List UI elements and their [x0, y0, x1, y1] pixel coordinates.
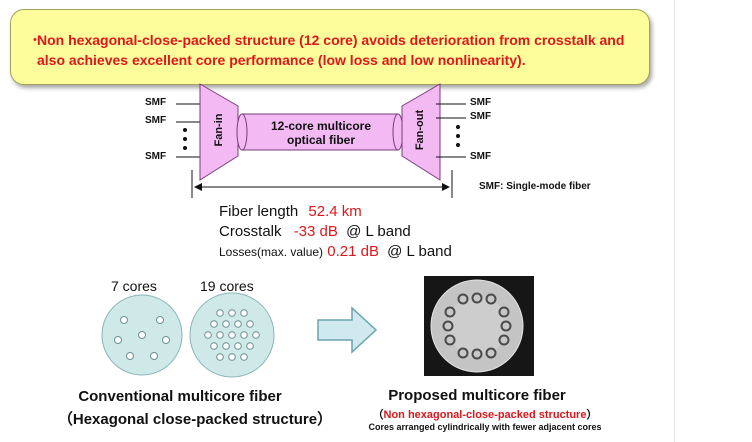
smf-label-left-2: SMF	[145, 115, 167, 126]
spec-crosstalk: Crosstalk -33 dB @ L band	[219, 223, 411, 240]
dot-right-1	[456, 125, 460, 129]
smf-label-left-3: SMF	[145, 151, 167, 162]
label-19-cores: 19 cores	[200, 278, 254, 294]
proposed-subtitle-red: Non hexagonal-close-packed structure	[383, 409, 587, 421]
smf-label-right-2: SMF	[470, 111, 492, 122]
fan-in-device	[199, 83, 239, 181]
spec-crosstalk-value: -33 dB	[293, 223, 338, 240]
smf-label-left-1: SMF	[145, 97, 167, 108]
spec-crosstalk-band: @ L band	[346, 223, 411, 240]
spec-loss-value: 0.21 dB	[327, 243, 379, 260]
dot-right-2	[456, 134, 460, 138]
spec-loss-qualifier: (max. value)	[257, 245, 324, 259]
proposed-fiber-photo	[424, 276, 534, 376]
banner-bullet: ・	[28, 32, 42, 48]
seven-core-fiber	[101, 294, 183, 376]
dot-left-2	[183, 137, 187, 141]
spec-loss-band: @ L band	[387, 243, 452, 260]
spec-crosstalk-label: Crosstalk	[219, 223, 282, 240]
fiber-end-left	[236, 113, 248, 151]
fiber-label-line1: 12-core multicore	[270, 119, 372, 133]
fan-out-device	[401, 83, 441, 181]
nineteen-core-fiber	[189, 292, 275, 378]
fan-in-label: Fan-in	[213, 113, 225, 147]
dot-right-3	[456, 143, 460, 147]
smf-label-right-3: SMF	[470, 151, 492, 162]
proposed-subtitle: （Non hexagonal-close-packed structure）	[340, 406, 630, 422]
proposed-subtitle-close: ）	[586, 409, 598, 421]
dot-left-3	[183, 146, 187, 150]
spec-loss-label: Losses	[219, 245, 258, 259]
dimension-arrowhead-left	[194, 183, 202, 191]
proposed-title: Proposed multicore fiber	[388, 387, 566, 404]
dimension-arrowhead-right	[442, 183, 450, 191]
conventional-title: Conventional multicore fiber	[78, 388, 282, 405]
banner-text: Non hexagonal-close-packed structure (12…	[37, 32, 625, 68]
smf-legend: SMF: Single-mode fiber	[479, 181, 591, 192]
spec-length-value: 52.4 km	[308, 203, 362, 220]
proposed-note: Cores arranged cylindrically with fewer …	[368, 422, 602, 432]
dot-left-1	[183, 128, 187, 132]
fan-out-label: Fan-out	[414, 109, 426, 151]
proposed-subtitle-open: （	[372, 409, 384, 421]
smf-label-right-1: SMF	[470, 97, 492, 108]
fiber-label: 12-core multicore optical fiber	[248, 119, 394, 147]
transition-arrow	[317, 306, 378, 354]
spec-loss: Losses(max. value) 0.21 dB @ L band	[219, 243, 452, 260]
fiber-label-line2: optical fiber	[286, 133, 355, 147]
spec-length: Fiber length 52.4 km	[219, 203, 362, 220]
label-7-cores: 7 cores	[111, 278, 157, 294]
right-margin-strip	[674, 0, 752, 442]
spec-length-label: Fiber length	[219, 203, 299, 220]
summary-banner: ・ Non hexagonal-close-packed structure (…	[10, 9, 650, 85]
conventional-subtitle: （Hexagonal close-packed structure）	[57, 411, 333, 428]
